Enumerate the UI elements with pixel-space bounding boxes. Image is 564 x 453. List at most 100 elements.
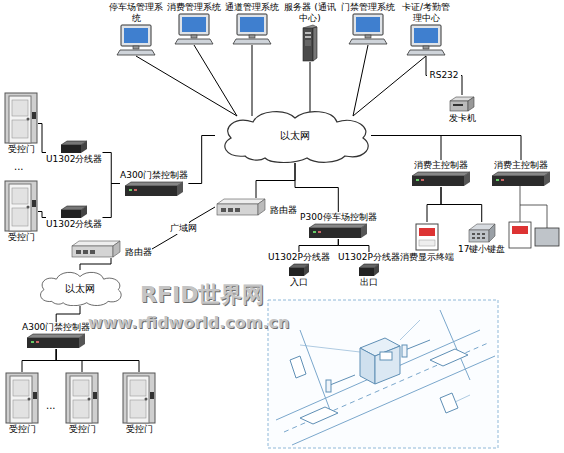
computer-icon: [174, 13, 214, 45]
connector: [56, 349, 139, 372]
door-icon: [122, 372, 156, 424]
node-label: 消费显示终端: [400, 252, 454, 263]
pos-controller: 消费主控制器: [410, 160, 472, 187]
watermark: RFID世界网: [140, 282, 264, 308]
connector: [80, 258, 111, 270]
parking-controller: P300停车场控制器: [300, 212, 377, 239]
reader-icon: [357, 263, 381, 277]
computer-icon: [348, 13, 388, 45]
connector: [295, 163, 338, 212]
display-terminal: 消费显示终端: [400, 222, 454, 263]
ellipsis: ...: [46, 400, 56, 412]
node-label: 17键小键盘: [458, 244, 505, 255]
computer-node: 消费管理系统: [166, 2, 222, 45]
node-label: 受控门: [69, 424, 96, 435]
node-label: 入口: [290, 277, 308, 288]
router: 路由器: [70, 240, 152, 258]
connector: [427, 187, 441, 222]
connector: [103, 184, 121, 218]
network-cloud: 以太网: [215, 108, 375, 163]
ellipsis: ...: [14, 161, 24, 173]
keypad: 17键小键盘: [458, 222, 505, 255]
node-label: A300门禁控制器: [120, 170, 188, 181]
node-label: U1302P分线器: [338, 252, 400, 263]
computer-node: 停车场管理系统: [108, 2, 164, 56]
connector: [152, 207, 215, 249]
connector: [38, 212, 46, 218]
controller-icon: [307, 223, 369, 239]
distributor: U1302分线器: [46, 205, 103, 230]
card-issuer-icon: [448, 95, 476, 113]
computer-icon: [232, 13, 272, 45]
connector: [371, 136, 521, 161]
access-controller: A300门禁控制器: [120, 170, 188, 197]
connector: [38, 124, 46, 153]
connector: [299, 239, 338, 252]
controller-icon: [490, 171, 552, 187]
connector: [103, 153, 121, 184]
display-terminal-icon: [414, 222, 440, 252]
node-label: 门禁管理系统: [340, 2, 396, 13]
node-label: U1302分线器: [46, 154, 103, 165]
node-label: P300停车场控制器: [300, 212, 377, 223]
door-icon: [4, 92, 38, 144]
node-label: 消费主控制器: [494, 160, 548, 171]
distributor-icon: [59, 140, 89, 154]
node-label: 停车场管理系统: [108, 2, 164, 24]
controller-icon: [410, 171, 472, 187]
controlled-door: 受控门: [122, 372, 156, 435]
card-issuer: 发卡机: [448, 95, 476, 124]
controller-icon: [123, 181, 185, 197]
node-label: 受控门: [8, 144, 35, 155]
distributor-icon: [59, 205, 89, 219]
edge-label: RS232: [427, 70, 460, 81]
node-label: 以太网: [280, 130, 310, 141]
server-icon: [301, 24, 319, 62]
node-label: 受控门: [126, 424, 153, 435]
connector: [426, 56, 462, 95]
node-label: 路由器: [125, 247, 152, 258]
node-label: 卡证/考勤管理中心: [398, 2, 454, 24]
controlled-door: 受控门: [4, 180, 38, 243]
node-label: 出口: [360, 277, 378, 288]
computer-icon: [406, 24, 446, 56]
connector: [441, 187, 482, 222]
parking-distributor: U1302P分线器入口: [268, 252, 330, 288]
computer-node: 通道管理系统: [224, 2, 280, 45]
node-label: 路由器: [270, 205, 297, 216]
computer-icon: [116, 24, 156, 56]
computer-node: 门禁管理系统: [340, 2, 396, 45]
reader-icon: [287, 263, 311, 277]
node-label: 受控门: [8, 232, 35, 243]
router: 路由器: [215, 198, 297, 216]
node-label: 以太网: [65, 283, 95, 294]
node-label: 消费管理系统: [166, 2, 222, 13]
connector: [252, 45, 253, 116]
connector: [256, 163, 295, 198]
controlled-door: 受控门: [65, 372, 99, 435]
access-controller: A300门禁控制器: [22, 322, 90, 349]
node-label: 消费主控制器: [414, 160, 468, 171]
node-label: 通道管理系统: [224, 2, 280, 13]
node-label: 发卡机: [449, 113, 476, 124]
door-icon: [5, 372, 39, 424]
node-label: A300门禁控制器: [22, 322, 90, 333]
connector: [353, 56, 426, 116]
node-label: 服务器 (通讯中心): [282, 2, 338, 24]
connector: [22, 349, 56, 372]
network-cloud: 以太网: [35, 270, 125, 306]
node-label: 受控门: [9, 424, 36, 435]
server-node: 服务器 (通讯中心): [282, 2, 338, 62]
controlled-door: 受控门: [4, 92, 38, 155]
controller-icon: [25, 333, 87, 349]
connector: [194, 45, 237, 116]
connector: [338, 239, 369, 252]
connector: [371, 136, 441, 161]
connector: [136, 56, 237, 116]
controlled-door: 受控门: [5, 372, 39, 435]
computer-node: 卡证/考勤管理中心: [398, 2, 454, 56]
keypad-icon: [467, 222, 497, 244]
edge-label: 广域网: [168, 223, 199, 234]
door-icon: [65, 372, 99, 424]
